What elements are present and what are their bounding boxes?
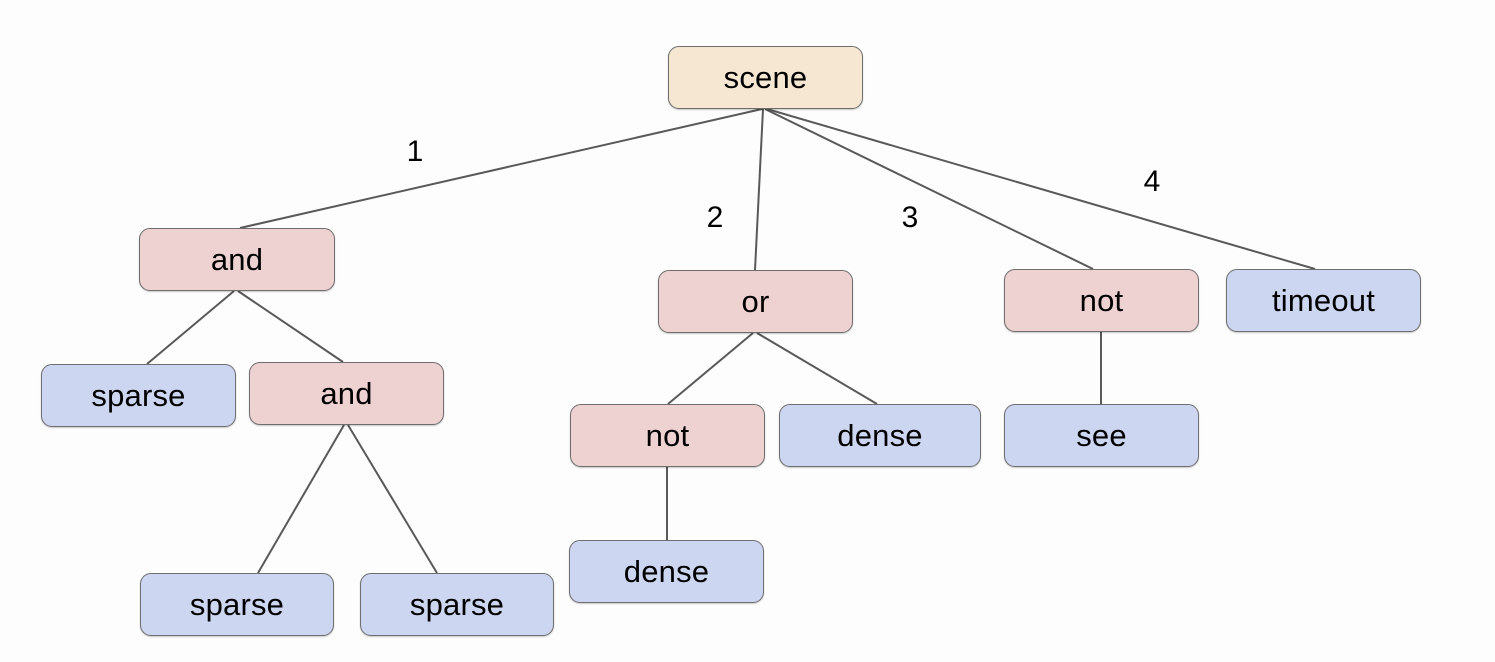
- edge-scene-to-or1: [754, 108, 764, 271]
- tree-node-sparse3[interactable]: sparse: [360, 573, 554, 636]
- tree-node-and2[interactable]: and: [249, 362, 444, 425]
- edge-label-3: 3: [901, 201, 919, 234]
- tree-node-and1[interactable]: and: [139, 228, 335, 291]
- tree-node-see1[interactable]: see: [1004, 404, 1199, 467]
- tree-node-or1[interactable]: or: [658, 270, 853, 333]
- edge-scene-to-and1: [239, 108, 763, 229]
- tree-node-dense1[interactable]: dense: [779, 404, 981, 467]
- edge-and1-to-and2: [237, 290, 344, 363]
- tree-node-scene[interactable]: scene: [668, 46, 863, 109]
- tree-node-label: scene: [723, 60, 808, 95]
- tree-node-label: and: [210, 242, 264, 277]
- tree-node-label: dense: [837, 418, 923, 453]
- tree-node-dense2[interactable]: dense: [569, 540, 764, 603]
- tree-node-label: timeout: [1271, 283, 1376, 318]
- tree-node-label: not: [645, 418, 690, 453]
- tree-node-timeout1[interactable]: timeout: [1226, 269, 1421, 332]
- tree-node-sparse2[interactable]: sparse: [140, 573, 334, 636]
- edge-or1-to-not2: [667, 332, 754, 405]
- tree-node-label: sparse: [91, 378, 186, 413]
- tree-node-not1[interactable]: not: [1004, 269, 1199, 332]
- tree-node-label: sparse: [409, 587, 505, 622]
- edge-label-2: 2: [706, 201, 724, 234]
- tree-node-label: sparse: [189, 587, 285, 622]
- tree-node-not2[interactable]: not: [570, 404, 765, 467]
- edge-and1-to-sparse1: [146, 290, 235, 365]
- tree-node-sparse1[interactable]: sparse: [41, 364, 236, 427]
- edge-and2-to-sparse3: [347, 424, 438, 574]
- tree-node-label: or: [741, 284, 770, 319]
- edge-scene-to-not1: [764, 108, 1094, 270]
- tree-node-label: not: [1079, 283, 1124, 318]
- edge-scene-to-timeout1: [766, 108, 1316, 270]
- edge-and2-to-sparse2: [257, 424, 345, 574]
- tree-node-label: see: [1076, 418, 1127, 453]
- edge-or1-to-dense1: [756, 332, 878, 405]
- tree-node-label: dense: [623, 554, 710, 589]
- edge-label-1: 1: [406, 135, 424, 168]
- edge-label-4: 4: [1143, 165, 1161, 198]
- tree-node-label: and: [320, 376, 373, 411]
